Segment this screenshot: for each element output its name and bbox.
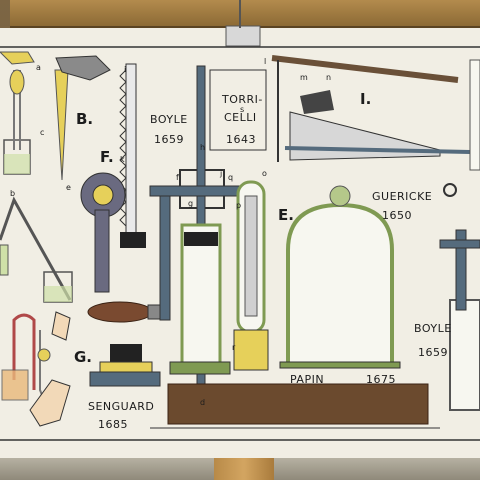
year-papin: 1675 — [366, 373, 396, 386]
section-letter-e: E. — [278, 206, 294, 224]
apparatus-b — [54, 55, 111, 181]
i-beam — [271, 55, 459, 83]
boyle-pump — [149, 65, 251, 397]
year-boyle-top: 1659 — [154, 133, 184, 146]
callout-letter-o: o — [262, 169, 267, 178]
pump-crossbar — [149, 185, 251, 197]
pump-pole — [159, 189, 171, 321]
g-finger-icon — [51, 311, 71, 341]
b-hand-icon — [55, 55, 111, 81]
f-saw-base — [120, 232, 146, 248]
tripod-legs — [0, 196, 72, 301]
i-lever — [284, 146, 471, 154]
year-boyle-right: 1659 — [418, 346, 448, 359]
handle-grip — [87, 301, 153, 323]
g-beaker — [1, 369, 29, 401]
callout-letter-i: i — [124, 65, 126, 74]
callout-letter-p: p — [236, 201, 241, 210]
g-bulb — [37, 348, 51, 362]
callout-letter-h: h — [200, 143, 205, 152]
f-gear-hub — [92, 184, 114, 206]
right-top-frame — [469, 59, 480, 171]
left-hand-icon — [0, 51, 35, 65]
torricelli-label-box — [209, 69, 267, 151]
section-letter-i: I. — [360, 90, 371, 108]
i-hand-icon — [300, 90, 334, 114]
pump-cylinder — [180, 223, 222, 367]
g-weight — [110, 344, 142, 362]
callout-letter-e: e — [66, 183, 71, 192]
f-handle — [94, 209, 110, 293]
apparatus-i — [271, 55, 471, 197]
tripod-beaker-liquid — [44, 286, 72, 302]
callout-letter-l: l — [264, 57, 266, 66]
callout-letter-j: j — [219, 169, 222, 178]
callout-letter-d: d — [200, 398, 205, 407]
bell-jar-knob — [329, 185, 351, 207]
apparatus-g — [1, 311, 161, 427]
callout-letter-s: s — [240, 105, 244, 114]
name-torricelli-2: CELLI — [224, 111, 257, 124]
g-hand-icon — [29, 379, 71, 427]
wooden-handle — [87, 189, 171, 323]
torricelli-barometer — [209, 69, 269, 371]
right-rod — [455, 229, 467, 311]
bell-jar-plate — [279, 361, 401, 369]
callout-letter-m: m — [300, 73, 308, 82]
year-torricelli: 1643 — [226, 133, 256, 146]
wooden-base — [167, 383, 429, 425]
name-guericke: GUERICKE — [372, 190, 432, 203]
section-letter-b: B. — [76, 110, 93, 128]
barometer-cistern — [233, 329, 269, 371]
right-boyle-apparatus — [439, 59, 480, 411]
left-apparatus — [0, 51, 35, 175]
f-saw-blade — [125, 63, 137, 235]
g-plunger — [89, 371, 161, 387]
hanger-clip — [225, 25, 261, 47]
name-torricelli-1: TORRI- — [221, 93, 263, 106]
g-platform — [99, 361, 153, 373]
callout-letter-n: n — [326, 73, 331, 82]
pump-piston — [184, 232, 218, 246]
year-guericke: 1650 — [382, 209, 412, 222]
wooden-stand — [214, 456, 274, 480]
i-ring — [443, 183, 457, 197]
callout-letter-q: q — [228, 173, 233, 182]
section-letter-f: F. — [100, 148, 114, 166]
callout-letter-k: k — [120, 155, 125, 164]
g-u-tube — [12, 313, 36, 390]
callout-letter-a: a — [36, 63, 41, 72]
pump-base — [169, 361, 231, 375]
guericke-bell-jar — [279, 185, 401, 369]
name-papin: PAPIN — [290, 373, 324, 386]
apparatus-f — [80, 63, 146, 293]
tripod-apparatus — [0, 196, 73, 303]
name-boyle-top: BOYLE — [150, 113, 188, 126]
name-boyle-right: BOYLE — [414, 322, 452, 335]
callout-letter-r: r — [232, 343, 236, 352]
left-edge-vessel — [0, 244, 9, 276]
callout-letter-b: b — [10, 189, 15, 198]
section-letter-g: G. — [74, 348, 92, 366]
name-senguard: SENGUARD — [88, 400, 154, 413]
year-senguard: 1685 — [98, 418, 128, 431]
small-letter-annotations: a b c d e f g h i j k l m n o p q r s — [10, 57, 331, 407]
right-cylinder — [449, 299, 480, 411]
bell-jar — [286, 202, 394, 362]
right-crossbar — [439, 239, 480, 249]
barometer-scale — [244, 195, 258, 317]
callout-letter-c: c — [40, 128, 44, 137]
left-bulb — [9, 69, 25, 95]
left-beaker-liquid — [4, 154, 30, 174]
callout-letter-g: g — [188, 199, 193, 208]
callout-letter-f: f — [176, 173, 179, 182]
